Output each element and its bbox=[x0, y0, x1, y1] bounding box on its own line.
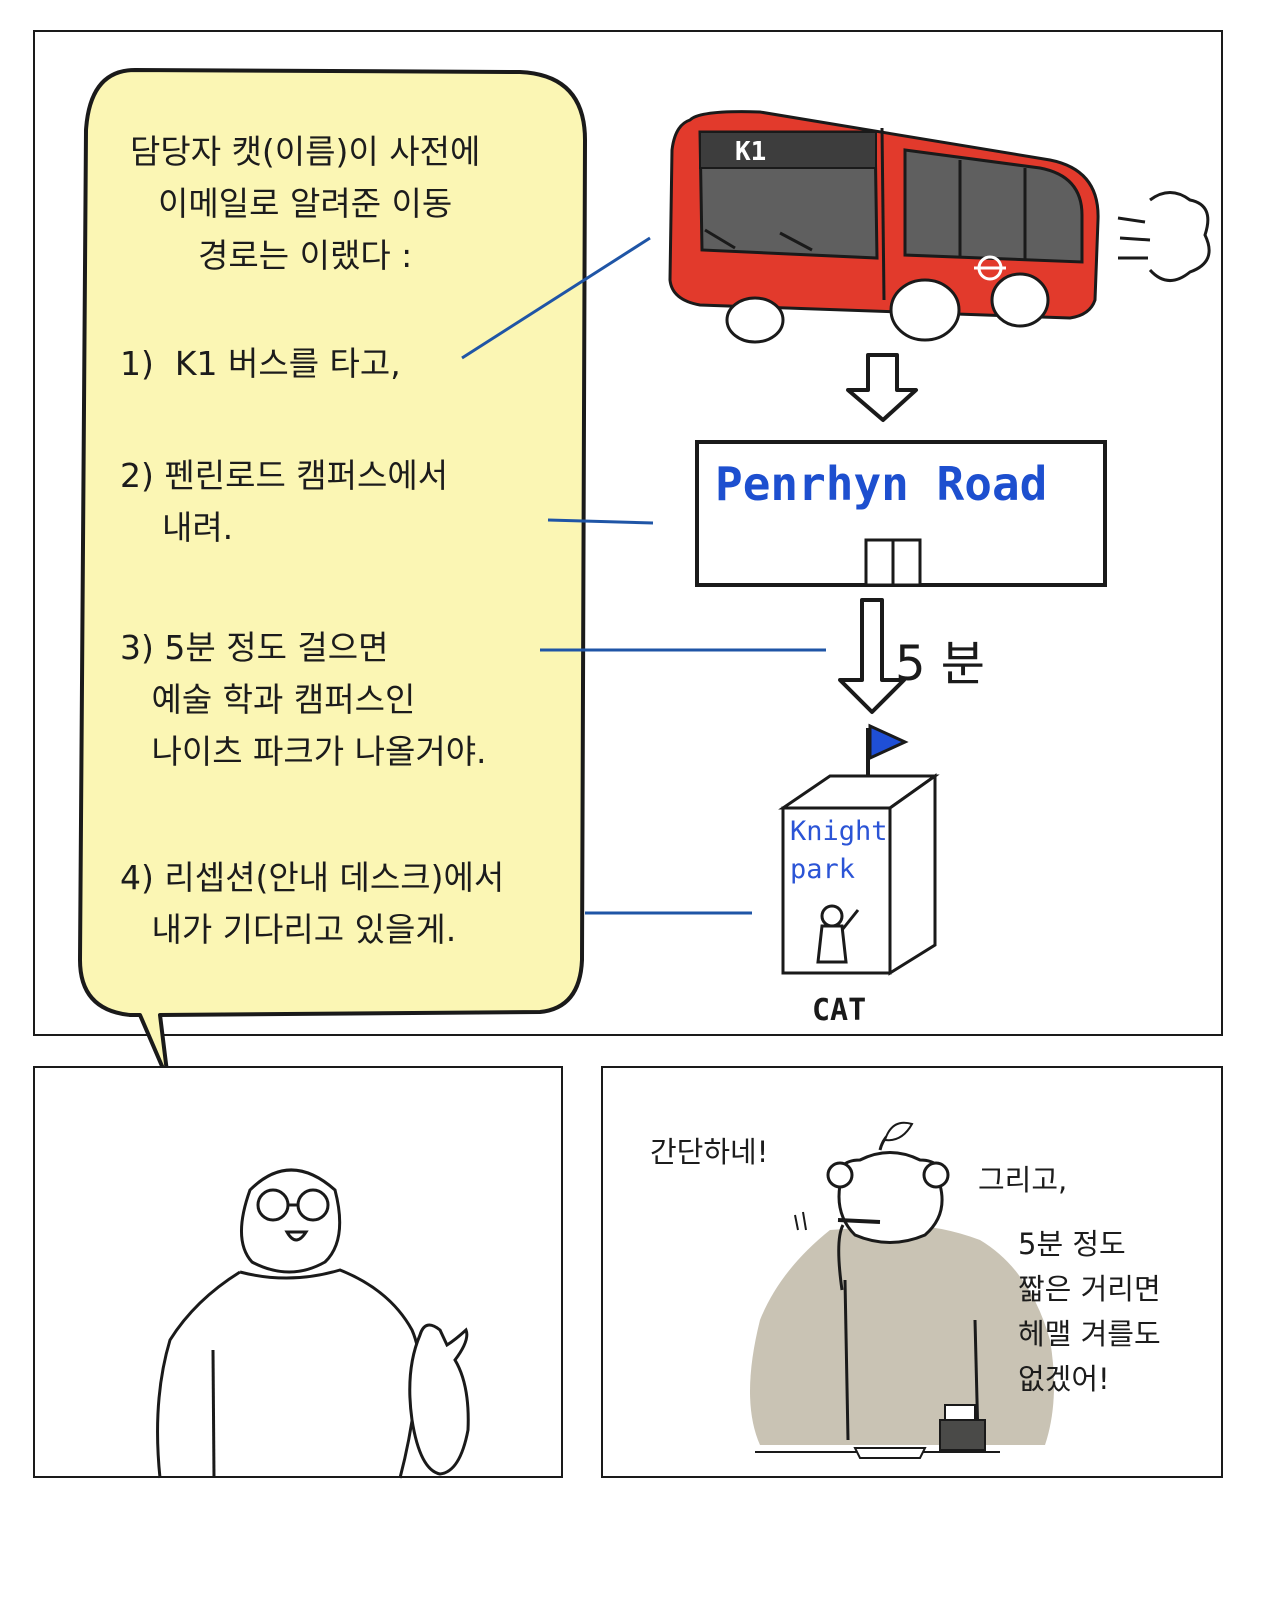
panel-right-text-1: 간단하네! bbox=[650, 1135, 769, 1169]
person-name-label: CAT bbox=[812, 993, 866, 1028]
bear-character bbox=[750, 1121, 1054, 1459]
bubble-step-3: 3) 5분 정도 걸으면 예술 학과 캠퍼스인 나이츠 파크가 나올거야. bbox=[120, 628, 487, 771]
panel-right-text-2: 그리고, bbox=[978, 1163, 1068, 1197]
walk-time-label: 5 분 bbox=[895, 636, 985, 692]
bubble-step-2: 2) 펜린로드 캠퍼스에서 내려. bbox=[120, 456, 449, 547]
bubble-intro-text: 담당자 캣(이름)이 사전에 이메일로 알려준 이동 경로는 이랬다 : bbox=[130, 132, 481, 275]
building-label-1: Knight bbox=[790, 816, 888, 847]
panel-right-text-3: 5분 정도 짧은 거리면 헤맬 겨를도 없겠어! bbox=[1018, 1227, 1161, 1396]
flag-icon bbox=[868, 723, 909, 761]
knight-park-building: Knight park CAT bbox=[778, 773, 940, 1028]
bus-illustration: K1 bbox=[668, 110, 1211, 344]
bus-route-label: K1 bbox=[735, 137, 766, 167]
connector-line-2 bbox=[547, 518, 654, 525]
down-arrow-2 bbox=[838, 598, 906, 714]
building-label-2: park bbox=[790, 854, 855, 885]
down-arrow-1 bbox=[846, 353, 918, 422]
connector-line-1 bbox=[461, 236, 651, 360]
bubble-step-1: 1) K1 버스를 타고, bbox=[120, 344, 401, 383]
stop-sign-text: Penrhyn Road bbox=[715, 457, 1047, 511]
glasses-character bbox=[156, 1168, 470, 1479]
speech-bubble bbox=[78, 68, 587, 1082]
leaf-icon bbox=[883, 1121, 914, 1142]
bubble-step-4: 4) 리셉션(안내 데스크)에서 내가 기다리고 있을게. bbox=[120, 858, 505, 949]
